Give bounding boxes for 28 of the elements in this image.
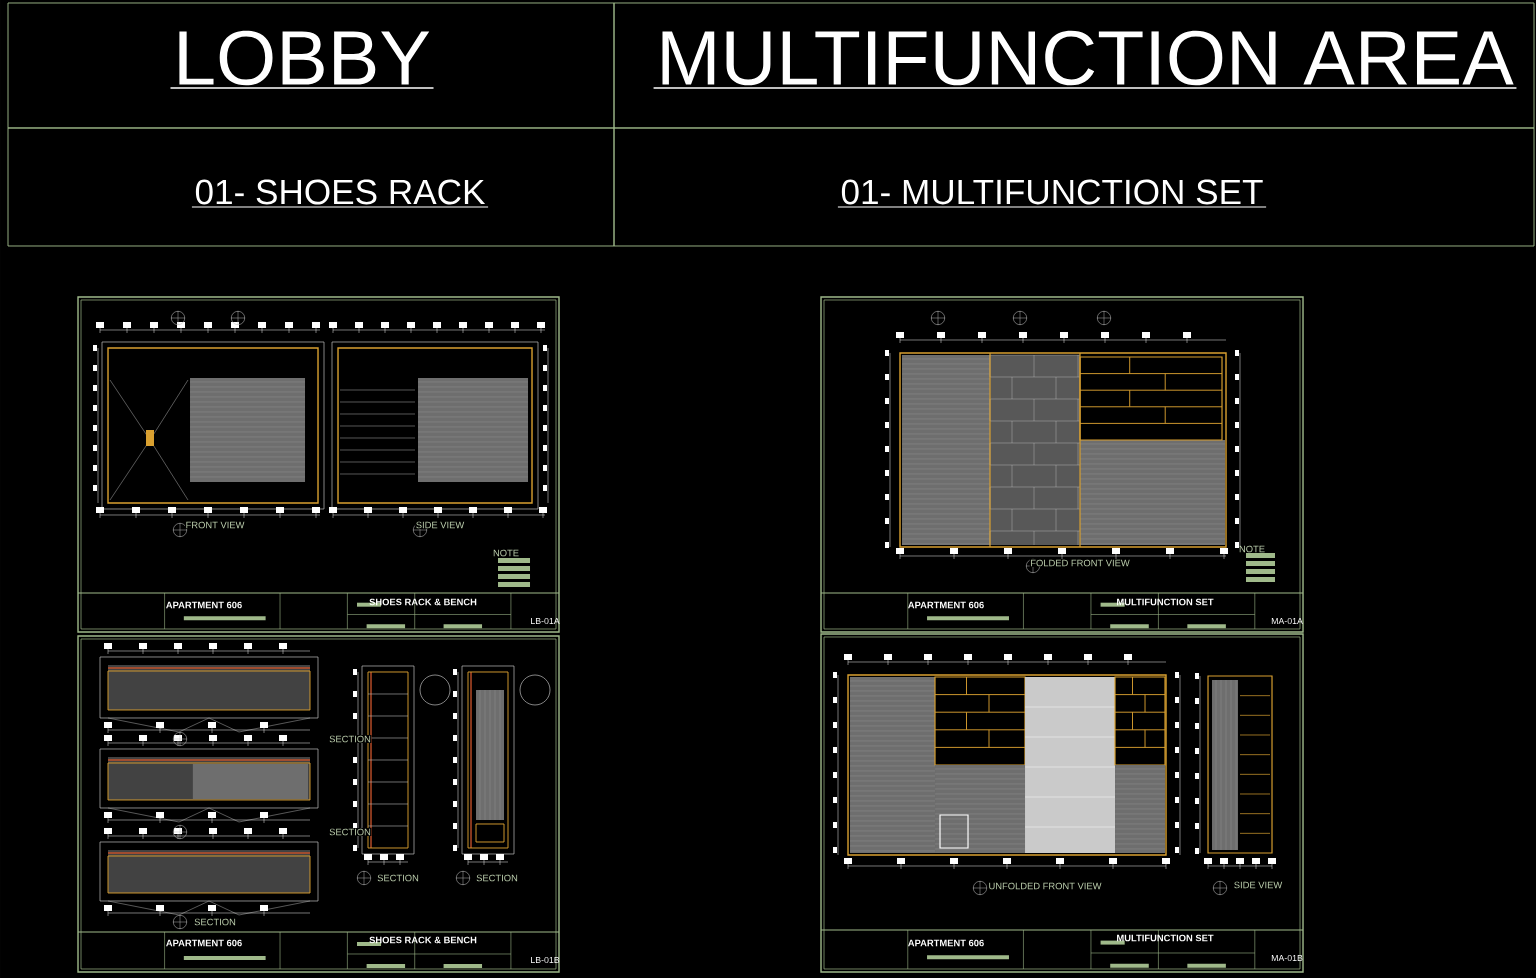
title-block-text: APARTMENT 606	[166, 939, 242, 947]
header-cell: MULTIFUNCTION AREA	[613, 2, 1535, 129]
title-block-text: SHOES RACK & BENCH	[369, 598, 477, 606]
title-block-text: APARTMENT 606	[166, 601, 242, 609]
note-heading: NOTE	[493, 549, 519, 557]
title-block-text: MULTIFUNCTION SET	[1117, 598, 1214, 606]
view-title: FOLDED FRONT VIEW	[1029, 559, 1131, 567]
title-block-text: APARTMENT 606	[908, 939, 984, 947]
title-block-text: SHOES RACK & BENCH	[369, 936, 477, 944]
sheet-number: MA-01A	[1271, 617, 1303, 625]
sheet-number: LB-01B	[531, 956, 560, 964]
view-title: SECTION	[376, 874, 420, 882]
title-block-text: APARTMENT 606	[908, 601, 984, 609]
view-title: SECTION	[328, 828, 372, 836]
header-cell: 01- MULTIFUNCTION SET	[613, 127, 1535, 247]
view-title: SIDE VIEW	[415, 521, 465, 529]
view-title: SECTION	[328, 735, 372, 743]
note-heading: NOTE	[1239, 545, 1265, 553]
header-cell: LOBBY	[7, 2, 615, 129]
view-title: SECTION	[475, 874, 519, 882]
header-cell: 01- SHOES RACK	[7, 127, 615, 247]
view-title: FRONT VIEW	[185, 521, 245, 529]
view-title: SECTION	[193, 918, 237, 926]
view-title: UNFOLDED FRONT VIEW	[987, 882, 1103, 890]
view-title: SIDE VIEW	[1233, 881, 1283, 889]
sheet-number: LB-01A	[531, 617, 560, 625]
title-block-text: MULTIFUNCTION SET	[1117, 934, 1214, 942]
sheet-number: MA-01B	[1271, 954, 1303, 962]
